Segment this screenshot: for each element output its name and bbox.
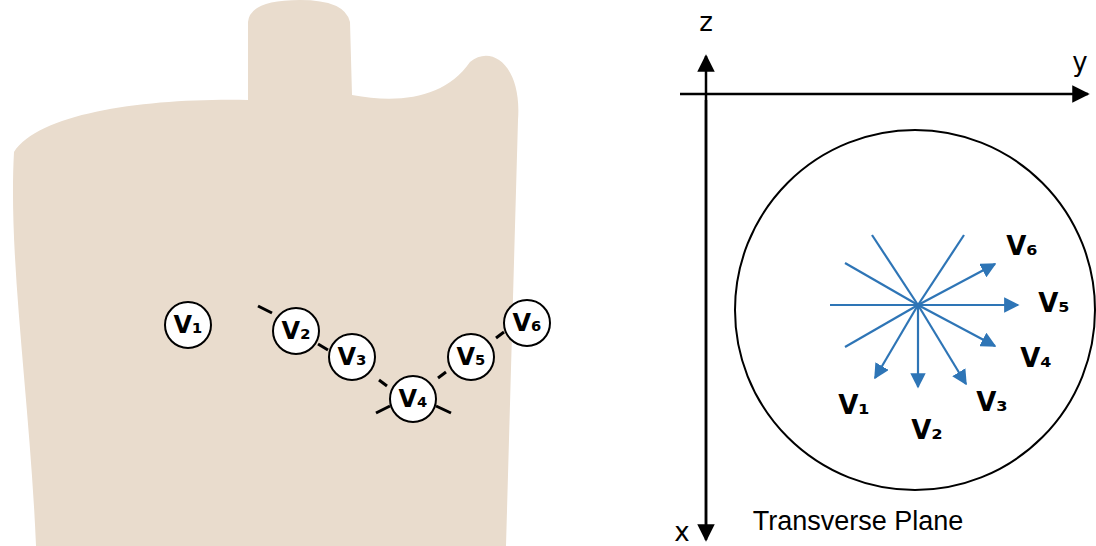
electrode-ticks bbox=[258, 306, 504, 413]
electrode-circle: V₂ bbox=[272, 307, 320, 355]
axis-label: y bbox=[1072, 47, 1087, 77]
lead-vector-label: V₅ bbox=[1038, 288, 1070, 318]
electrode-circle: V₅ bbox=[447, 333, 495, 381]
axes bbox=[680, 56, 1088, 540]
lead-vector-label: V₃ bbox=[976, 387, 1008, 417]
lead-vector-label: V₄ bbox=[1020, 343, 1052, 373]
electrode-circle: V₆ bbox=[503, 299, 551, 347]
lead-name: V₂ bbox=[281, 317, 310, 345]
lead-name: V₅ bbox=[456, 343, 485, 371]
axis-label: x bbox=[674, 517, 689, 546]
lead-vector-label: V₆ bbox=[1006, 231, 1038, 261]
lead-vector-label: V₂ bbox=[911, 415, 943, 445]
electrode-circle: V₄ bbox=[389, 375, 437, 423]
electrode-circle: V₃ bbox=[328, 333, 376, 381]
lead-vector-label: V₁ bbox=[838, 390, 870, 420]
axis-label: z bbox=[699, 7, 713, 37]
lead-vectors bbox=[830, 235, 1018, 387]
transverse-plane-circle bbox=[735, 130, 1095, 490]
electrode-circle: V₁ bbox=[164, 301, 212, 349]
lead-name: V₁ bbox=[173, 311, 202, 339]
lead-name: V₆ bbox=[512, 309, 541, 337]
torso-silhouette bbox=[13, 0, 518, 546]
lead-name: V₄ bbox=[398, 385, 427, 413]
lead-name: V₃ bbox=[337, 343, 366, 371]
plane-title: Transverse Plane bbox=[753, 506, 964, 537]
